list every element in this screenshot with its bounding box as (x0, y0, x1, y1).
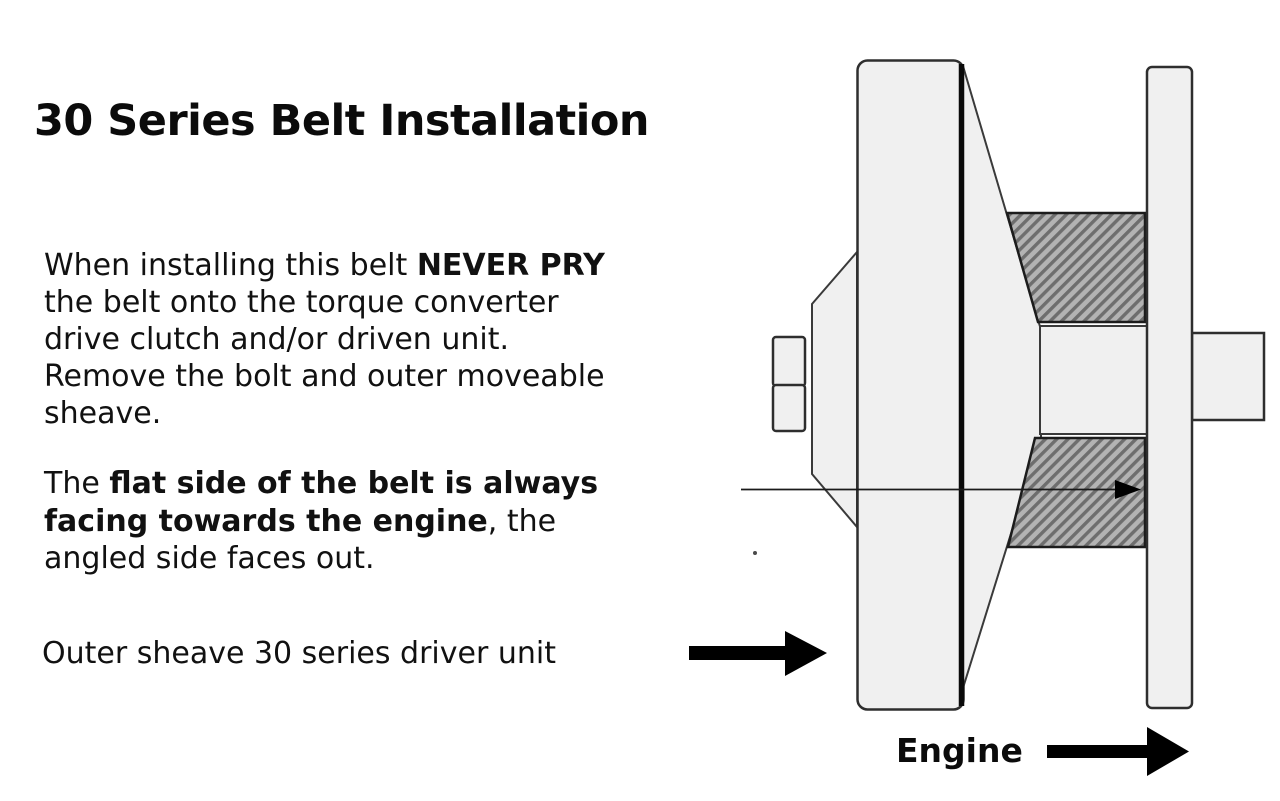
orientation-line-3: angled side faces out. (44, 541, 375, 576)
install-line-2: the belt onto the torque converter (44, 285, 559, 320)
instruction-paragraph-orientation: The flat side of the belt is always faci… (44, 465, 598, 578)
install-line-1-text: When installing this belt (44, 248, 417, 283)
orientation-line-2: facing towards the engine, the (44, 503, 598, 541)
outer-sheave-arrow (689, 631, 827, 676)
flat-side-leader-arrowhead (1115, 480, 1141, 499)
never-pry-warning: NEVER PRY (416, 248, 605, 283)
outer-moveable-sheave-body (856, 59, 965, 711)
belt-cross-section-bottom (1006, 436, 1147, 549)
install-line-3: drive clutch and/or driven unit. (44, 322, 510, 357)
bolt-head-top (771, 335, 807, 388)
engine-label: Engine (896, 731, 1023, 770)
facing-engine-emphasis: facing towards the engine (44, 503, 488, 539)
orientation-line-2-text: , the (487, 503, 557, 539)
outer-sheave-arrow-shaft (689, 646, 785, 660)
clutch-cone-face (962, 65, 1042, 689)
bolt-head-bottom (771, 383, 807, 433)
stray-dot-mark (753, 551, 757, 555)
install-line-5: sheave. (44, 396, 162, 431)
outer-sheave-label: Outer sheave 30 series driver unit (42, 636, 556, 671)
engine-arrow (1047, 727, 1189, 776)
engine-plate (1145, 65, 1194, 710)
engine-shaft-stub (1190, 331, 1266, 422)
engine-arrowhead (1147, 727, 1189, 776)
instruction-paragraph-install: When installing this belt NEVER PRY the … (44, 247, 605, 432)
outer-sheave-arrowhead (785, 631, 827, 676)
hub-spacer (1039, 325, 1149, 435)
page-title: 30 Series Belt Installation (34, 96, 650, 146)
orientation-line-1: The flat side of the belt is always (44, 465, 598, 503)
sheave-hub-boss (811, 249, 858, 530)
install-line-1: When installing this belt NEVER PRY (44, 247, 605, 284)
belt-cross-section-top (1005, 211, 1147, 324)
engine-arrow-shaft (1047, 745, 1148, 758)
flat-side-emphasis: flat side of the belt is always (109, 466, 599, 501)
orientation-line-1-text: The (44, 466, 110, 501)
install-line-4: Remove the bolt and outer moveable (44, 359, 605, 394)
